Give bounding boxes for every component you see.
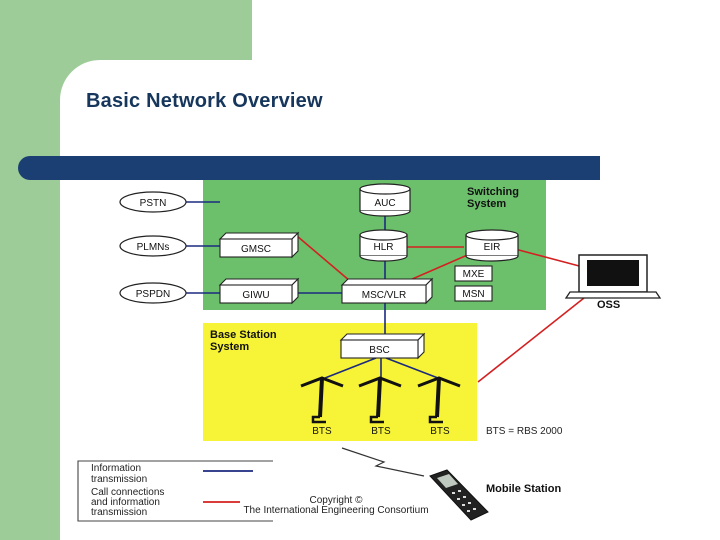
radio-link-icon (341, 447, 425, 477)
svg-text:MXE: MXE (463, 269, 485, 280)
gmsc-node: GMSC (218, 231, 300, 259)
svg-text:MSC/VLR: MSC/VLR (362, 290, 406, 301)
legend-call-line3: transmission (91, 507, 147, 518)
bsc-node: BSC (339, 332, 426, 360)
mxe-node: MXE (454, 265, 493, 282)
bts-label-1: BTS (312, 426, 332, 437)
svg-text:PSPDN: PSPDN (136, 289, 170, 300)
switching-system-label-line1: Switching (467, 186, 519, 198)
svg-text:BSC: BSC (369, 345, 390, 356)
svg-text:GIWU: GIWU (242, 290, 269, 301)
external-network-pspdn: PSPDN (119, 282, 187, 304)
oss-computer-icon (564, 254, 662, 299)
bts-antenna-1 (300, 376, 344, 424)
base-station-label-line1: Base Station (210, 329, 277, 341)
bts-label-3: BTS (430, 426, 450, 437)
bts-antenna-3 (417, 376, 461, 424)
msc-vlr-node: MSC/VLR (340, 277, 434, 305)
svg-text:EIR: EIR (484, 242, 501, 253)
title-divider-bar (18, 156, 600, 180)
mobile-station-label: Mobile Station (486, 483, 561, 495)
svg-text:PSTN: PSTN (140, 198, 167, 209)
svg-text:MSN: MSN (462, 289, 484, 300)
oss-label: OSS (597, 299, 620, 311)
copyright-line2: The International Engineering Consortium (243, 505, 428, 516)
eir-node: EIR (465, 229, 519, 262)
legend-info-line2: transmission (91, 474, 147, 485)
bts-antenna-2 (358, 376, 402, 424)
svg-text:HLR: HLR (373, 242, 393, 253)
auc-node: AUC (359, 183, 411, 217)
svg-text:PLMNs: PLMNs (137, 242, 170, 253)
page-title: Basic Network Overview (86, 90, 323, 112)
copyright-line1: Copyright © (310, 495, 364, 506)
legend: Information transmission Call connection… (77, 460, 273, 522)
msn-node: MSN (454, 285, 493, 302)
svg-text:GMSC: GMSC (241, 244, 271, 255)
switching-system-label-line2: System (467, 198, 506, 210)
mobile-phone-icon (429, 469, 489, 521)
bts-note: BTS = RBS 2000 (486, 426, 563, 437)
legend-call-line2: and information (91, 497, 160, 508)
giwu-node: GIWU (218, 277, 300, 305)
external-network-plmns: PLMNs (119, 235, 187, 257)
legend-call-line1: Call connections (91, 487, 164, 498)
external-network-pstn: PSTN (119, 191, 187, 213)
base-station-label-line2: System (210, 341, 249, 353)
legend-info-line1: Information (91, 463, 141, 474)
svg-text:AUC: AUC (374, 198, 395, 209)
bts-label-2: BTS (371, 426, 391, 437)
call-connection-lines (296, 235, 585, 383)
hlr-node: HLR (359, 229, 408, 262)
